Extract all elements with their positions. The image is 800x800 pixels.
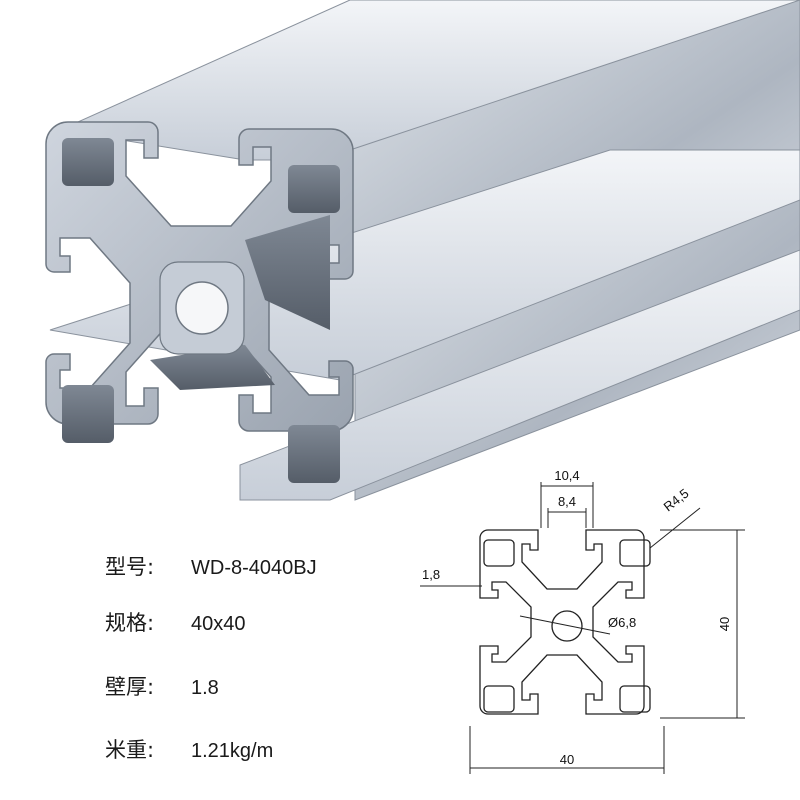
drawing-bore <box>551 610 583 642</box>
cavity-bottom-left <box>62 385 114 443</box>
spec-weight-per-meter: 米重: 1.21kg/m <box>105 734 273 764</box>
cavity-bottom-right <box>288 425 340 483</box>
spec-value: 40x40 <box>191 613 246 635</box>
cavity-inner-right <box>245 215 330 330</box>
cavity-top-right <box>288 165 340 213</box>
drawing-cavity-bl <box>483 685 515 713</box>
extrusion-bottom-rail <box>239 249 800 501</box>
dim-bore: Ø6,8 <box>608 615 636 630</box>
cavity-inner-bottom <box>150 345 275 390</box>
dim-radius: R4,5 <box>661 486 692 515</box>
spec-size: 规格: 40x40 <box>105 607 246 637</box>
drawing-outline <box>479 529 645 715</box>
cavity-top-left <box>62 138 114 186</box>
drawing-cavity-br <box>619 685 651 713</box>
spec-label: 米重: <box>105 738 155 762</box>
drawing-cavity-tl <box>483 539 515 567</box>
dim-width: 40 <box>560 752 574 767</box>
dim-slot-inner: 8,4 <box>558 494 576 509</box>
spec-value: 1.21kg/m <box>191 740 274 762</box>
spec-label: 型号: <box>105 555 155 579</box>
spec-label: 规格: <box>105 611 155 635</box>
spec-value: 1.8 <box>191 677 219 699</box>
dim-height: 40 <box>717 617 732 631</box>
dim-slot-outer: 10,4 <box>554 468 579 483</box>
center-bore <box>175 281 229 335</box>
dim-wall: 1,8 <box>422 567 440 582</box>
spec-value: WD-8-4040BJ <box>191 557 317 579</box>
spec-label: 壁厚: <box>105 675 155 699</box>
spec-model: 型号: WD-8-4040BJ <box>105 551 317 581</box>
spec-wall-thickness: 壁厚: 1.8 <box>105 671 219 701</box>
drawing-cavity-tr <box>619 539 651 567</box>
